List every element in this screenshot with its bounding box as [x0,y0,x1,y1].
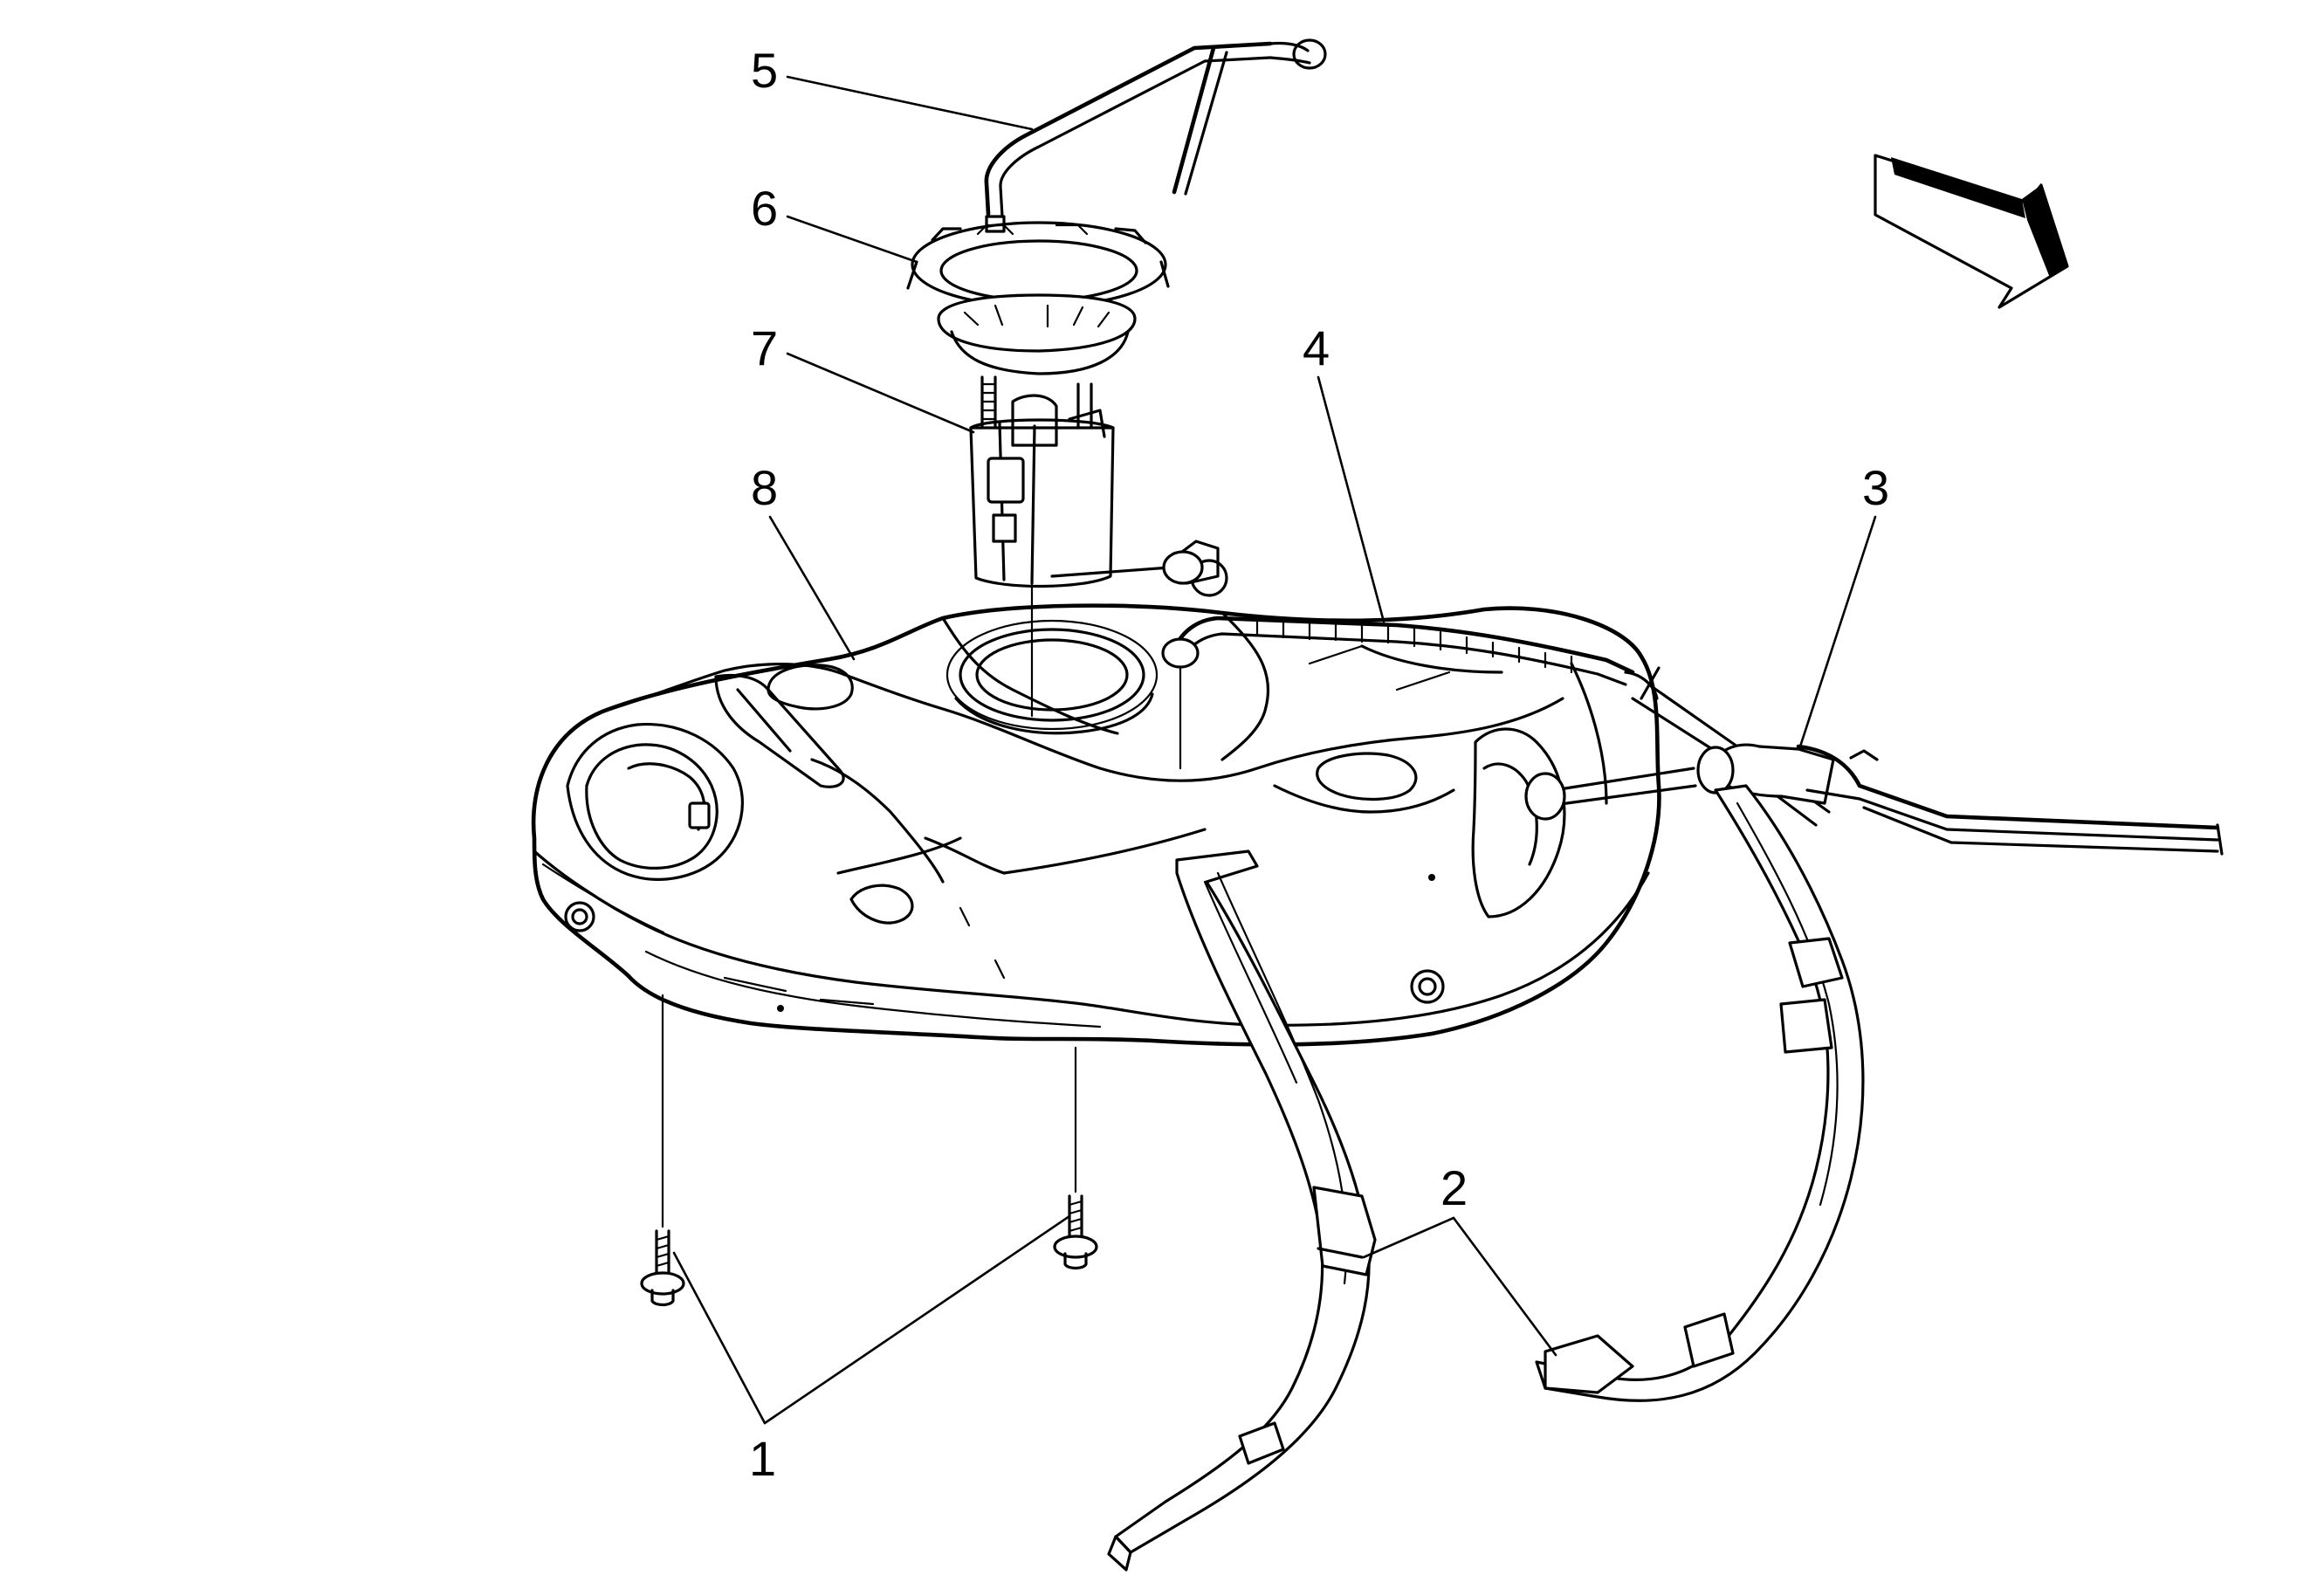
callout-1: 1 [749,1431,776,1486]
callout-7: 7 [751,320,778,375]
bolt-left [640,1229,685,1307]
fuel-sender-opening [945,619,1159,735]
fuel-pump-seal [937,293,1137,375]
bolt-right [1053,1194,1098,1270]
callout-4: 4 [1303,320,1330,375]
callout-labels: 1 2 3 4 5 6 7 8 [749,43,1889,1486]
fuel-tank [531,540,1661,1047]
fuel-tank-straps [1107,784,1865,1572]
leader-lines [672,75,1877,1425]
fuel-tank-strap-bolts [640,1194,1098,1307]
assembly-lines [661,581,1182,1228]
callout-6: 6 [751,181,778,236]
fuel-pump-lock-ring [906,221,1170,308]
view-direction-arrow-icon [1874,154,2069,309]
fuel-feed-pipe [984,38,1327,233]
fuel-filler-pipe [1524,743,2224,856]
callout-3: 3 [1862,460,1889,515]
fuel-pump-module [969,375,1204,588]
callout-5: 5 [751,43,778,98]
callout-2: 2 [1440,1160,1468,1215]
callout-8: 8 [751,460,778,515]
